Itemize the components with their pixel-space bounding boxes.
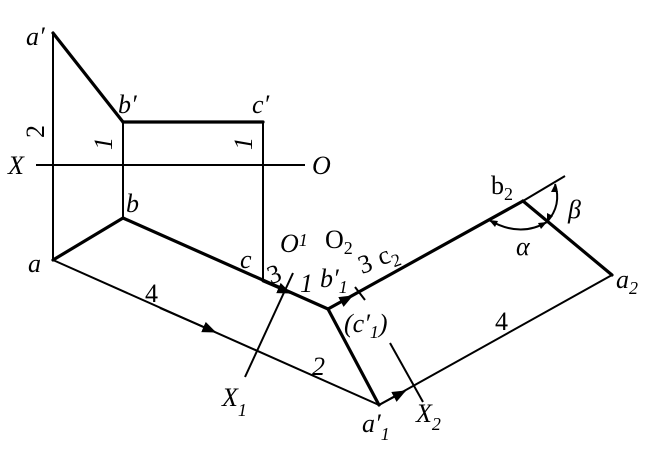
dim-2-mid: 2 (312, 352, 325, 381)
dim-4-right: 4 (495, 307, 508, 336)
label-b1-prime: b′1 (320, 264, 348, 297)
label-x: X (7, 151, 25, 180)
beta-arrows (547, 184, 558, 222)
label-c2: c2 (373, 237, 404, 275)
dim-4-bottom: 4 (145, 279, 158, 308)
edge-a-prime-b-prime (51, 31, 125, 124)
label-c: c (240, 245, 252, 274)
label-o1: O1 (280, 229, 308, 258)
label-b2: b2 (491, 171, 513, 204)
line-extension (522, 175, 566, 202)
label-x1: X1 (221, 383, 247, 420)
label-c-prime: c′ (252, 90, 270, 119)
label-c1-prime: (c′1) (344, 309, 388, 342)
label-a1-prime: a′1 (362, 409, 390, 444)
label-o2: O2 (325, 225, 353, 258)
edge-b1-a1 (326, 307, 381, 407)
label-o: O (312, 151, 331, 180)
dim-2-left: 2 (21, 125, 50, 138)
axis-x2-o2 (389, 342, 424, 403)
dim-1-mid: 1 (300, 269, 313, 298)
edge-b2-a2 (521, 199, 614, 277)
label-a2: a2 (616, 265, 638, 298)
dim-1-left: 1 (89, 137, 118, 150)
dim-3-first: 3 (263, 258, 285, 290)
label-alpha: α (516, 232, 531, 261)
label-a: a (28, 249, 41, 278)
alpha-arrows (489, 220, 547, 229)
arrow-a1 (378, 390, 407, 406)
edge-b1-b2 (326, 199, 525, 311)
dim-1-right: 1 (229, 137, 258, 150)
axis-x1-o1 (244, 272, 294, 378)
arrow-a (159, 307, 217, 333)
label-a-prime: a′ (26, 22, 45, 51)
arrow-b1 (327, 295, 354, 310)
label-beta: β (567, 195, 581, 224)
axis-x2-o2-top (354, 286, 366, 301)
edge-a-b (51, 216, 125, 262)
edge-b-c (121, 216, 330, 311)
label-b-prime: b′ (118, 90, 137, 119)
label-b: b (126, 189, 139, 218)
line-a1-a2 (378, 274, 613, 406)
dim-3-second: 3 (354, 248, 376, 280)
label-x2: X2 (415, 399, 441, 434)
